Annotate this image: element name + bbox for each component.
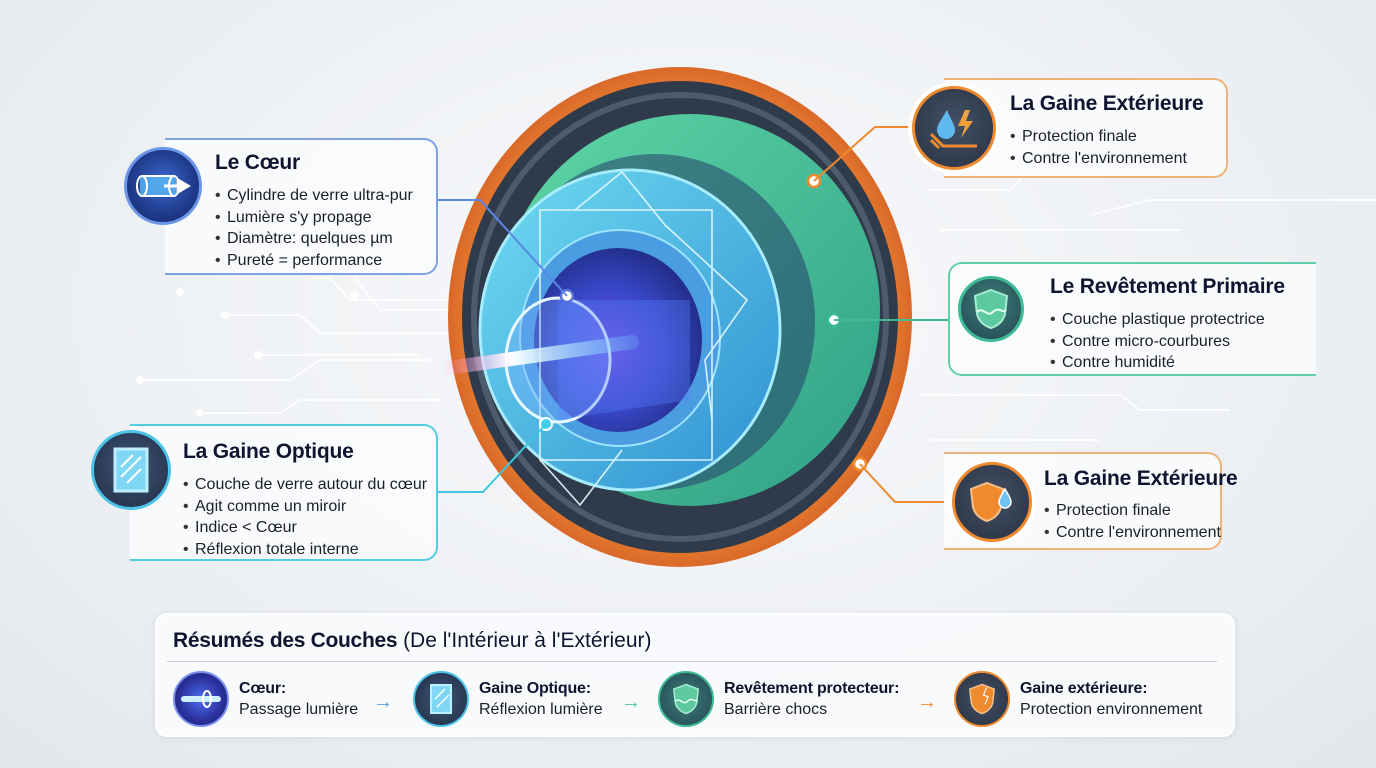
bullet: Couche plastique protectrice bbox=[1050, 309, 1265, 331]
summary-heading: Cœur: bbox=[239, 680, 286, 697]
bullet: Couche de verre autour du cœur bbox=[183, 474, 427, 496]
fiber-cylinder-arrow-icon bbox=[124, 147, 202, 225]
fiber-cross-section-diagram bbox=[440, 67, 912, 567]
summary-item-cladding: Gaine Optique: Réflexion lumière bbox=[413, 671, 603, 727]
bullet: Contre l'environnement bbox=[1044, 522, 1221, 544]
summary-title-subtitle: (De l'Intérieur à l'Extérieur) bbox=[397, 629, 652, 652]
callout-jacket-bottom-bullets: Protection finale Contre l'environnement bbox=[1044, 500, 1221, 543]
arrow-right-icon: → bbox=[621, 691, 641, 713]
summary-heading: Revêtement protecteur: bbox=[724, 680, 900, 697]
summary-desc: Passage lumière bbox=[239, 701, 359, 718]
bullet: Indice < Cœur bbox=[183, 517, 427, 539]
shield-wave-icon bbox=[658, 671, 714, 727]
callout-coating-bullets: Couche plastique protectrice Contre micr… bbox=[1050, 309, 1265, 374]
summary-heading: Gaine extérieure: bbox=[1020, 680, 1148, 697]
summary-item-coating: Revêtement protecteur: Barrière chocs bbox=[658, 671, 899, 727]
callout-jacket-top-title: La Gaine Extérieure bbox=[1010, 92, 1204, 115]
callout-cladding-bullets: Couche de verre autour du cœur Agit comm… bbox=[183, 474, 427, 560]
summary-item-jacket: Gaine extérieure: Protection environnemen… bbox=[954, 671, 1202, 727]
callout-jacket-bottom-title: La Gaine Extérieure bbox=[1044, 467, 1238, 490]
callout-jacket-top-bullets: Protection finale Contre l'environnement bbox=[1010, 126, 1187, 169]
water-lightning-icon bbox=[912, 86, 996, 170]
bullet: Agit comme un miroir bbox=[183, 496, 427, 518]
callout-core-bullets: Cylindre de verre ultra-pur Lumière s'y … bbox=[215, 185, 413, 271]
mirror-icon bbox=[413, 671, 469, 727]
bullet: Réflexion totale interne bbox=[183, 539, 427, 561]
summary-heading: Gaine Optique: bbox=[479, 680, 591, 697]
mirror-icon bbox=[91, 430, 171, 510]
summary-desc: Barrière chocs bbox=[724, 701, 828, 718]
summary-desc: Protection environnement bbox=[1020, 701, 1203, 718]
fiber-core-icon bbox=[173, 671, 229, 727]
callout-core: Le Cœur Cylindre de verre ultra-pur Lumi… bbox=[165, 138, 438, 275]
shield-drop-icon bbox=[952, 462, 1032, 542]
summary-desc: Réflexion lumière bbox=[479, 701, 603, 718]
total-internal-reflection-path bbox=[539, 171, 749, 507]
bullet: Contre humidité bbox=[1050, 352, 1265, 374]
callout-cladding: La Gaine Optique Couche de verre autour … bbox=[130, 424, 438, 561]
summary-title: Résumés des Couches (De l'Intérieur à l'… bbox=[173, 629, 652, 653]
callout-coating-title: Le Revêtement Primaire bbox=[1050, 275, 1285, 298]
bullet: Pureté = performance bbox=[215, 250, 413, 272]
summary-title-bold: Résumés des Couches bbox=[173, 629, 398, 652]
callout-cladding-title: La Gaine Optique bbox=[183, 440, 354, 463]
shield-crack-icon bbox=[954, 671, 1010, 727]
layers-summary-panel: Résumés des Couches (De l'Intérieur à l'… bbox=[155, 613, 1235, 737]
bullet: Protection finale bbox=[1044, 500, 1221, 522]
bullet: Contre micro-courbures bbox=[1050, 331, 1265, 353]
summary-divider bbox=[167, 661, 1217, 662]
arrow-right-icon: → bbox=[373, 691, 393, 713]
summary-item-core: Cœur: Passage lumière bbox=[173, 671, 358, 727]
bullet: Contre l'environnement bbox=[1010, 148, 1187, 170]
callout-core-title: Le Cœur bbox=[215, 151, 300, 174]
bullet: Protection finale bbox=[1010, 126, 1187, 148]
bullet: Lumière s'y propage bbox=[215, 207, 413, 229]
shield-wave-icon bbox=[958, 276, 1024, 342]
arrow-right-icon: → bbox=[917, 691, 937, 713]
callout-jacket-top: La Gaine Extérieure Protection finale Co… bbox=[944, 78, 1228, 178]
bullet: Diamètre: quelques µm bbox=[215, 228, 413, 250]
bullet: Cylindre de verre ultra-pur bbox=[215, 185, 413, 207]
